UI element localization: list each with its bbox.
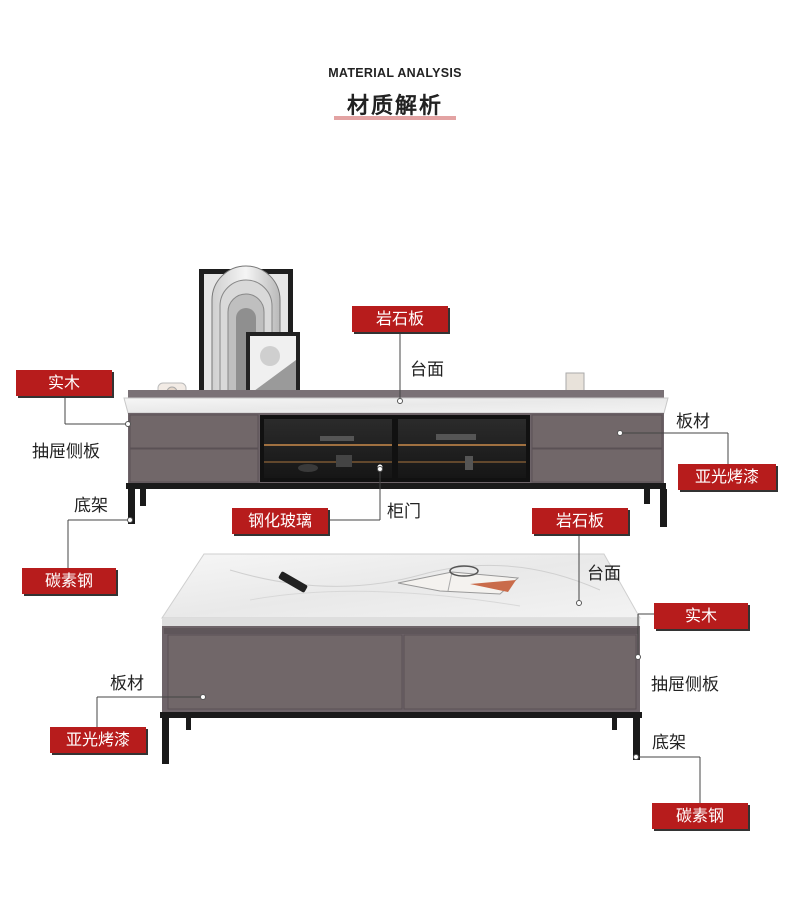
tv-cabinet bbox=[123, 265, 669, 527]
glasses bbox=[449, 565, 479, 577]
table-leg-material-tag: 碳素钢 bbox=[652, 803, 748, 829]
tv-side-label: 抽屉侧板 bbox=[32, 442, 100, 462]
glass-doors bbox=[260, 415, 530, 482]
coffee-table-frame bbox=[160, 712, 642, 718]
tv-door-label: 柜门 bbox=[387, 502, 421, 522]
coffee-table bbox=[160, 553, 642, 764]
table-top-label: 台面 bbox=[587, 564, 621, 584]
leader-dots bbox=[125, 398, 641, 760]
art-frame-small bbox=[246, 332, 300, 398]
table-panel-label: 板材 bbox=[110, 674, 144, 694]
table-top-material-tag: 岩石板 bbox=[532, 508, 628, 534]
section-subtitle: MATERIAL ANALYSIS bbox=[328, 66, 462, 80]
leader-lines bbox=[64, 331, 729, 803]
tv-cabinet-top bbox=[123, 397, 669, 414]
tv-leg-label: 底架 bbox=[74, 496, 108, 516]
tv-side-material-tag: 实木 bbox=[16, 370, 112, 396]
tv-top-label: 台面 bbox=[410, 360, 444, 380]
tv-door-material-tag: 钢化玻璃 bbox=[232, 508, 328, 534]
tv-cabinet-frame bbox=[126, 483, 666, 489]
table-side-material-tag: 实木 bbox=[654, 603, 748, 629]
coffee-table-top bbox=[161, 553, 641, 619]
tv-leg-material-tag: 碳素钢 bbox=[22, 568, 116, 594]
remote bbox=[278, 571, 308, 593]
tv-top-material-tag: 岩石板 bbox=[352, 306, 448, 332]
table-leg-label: 底架 bbox=[652, 733, 686, 753]
tv-panel-material-tag: 亚光烤漆 bbox=[678, 464, 776, 490]
table-panel-material-tag: 亚光烤漆 bbox=[50, 727, 146, 753]
title-underline bbox=[334, 116, 456, 120]
table-side-label: 抽屉侧板 bbox=[651, 675, 719, 695]
section-title: 材质解析 bbox=[346, 94, 443, 119]
tv-panel-label: 板材 bbox=[676, 412, 710, 432]
